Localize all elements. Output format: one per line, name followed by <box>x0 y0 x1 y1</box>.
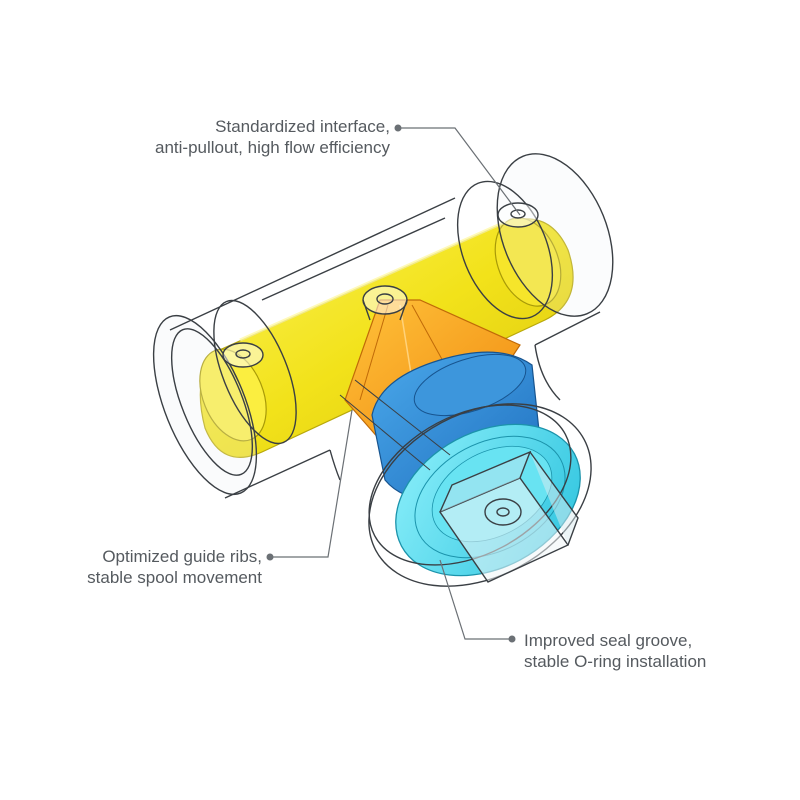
callout-seal-line2: stable O-ring installation <box>524 652 707 671</box>
dot-ribs <box>266 553 274 561</box>
leader-dots <box>266 124 516 643</box>
callout-ribs: Optimized guide ribs, stable spool movem… <box>87 546 262 588</box>
callout-seal-line1: Improved seal groove, <box>524 631 693 650</box>
dot-seal <box>508 635 516 643</box>
leader-lines <box>270 127 521 640</box>
dot-interface <box>394 124 402 132</box>
leader-ribs <box>270 409 353 558</box>
transparent-tee-housing <box>152 153 614 587</box>
callout-ribs-line1: Optimized guide ribs, <box>102 547 262 566</box>
square-stem <box>438 450 579 583</box>
callout-interface-line2: anti-pullout, high flow efficiency <box>155 138 390 157</box>
leader-interface <box>398 127 521 216</box>
callout-seal: Improved seal groove, stable O-ring inst… <box>524 630 706 672</box>
callout-ribs-line2: stable spool movement <box>87 568 262 587</box>
callout-interface-line1: Standardized interface, <box>215 117 390 136</box>
callout-interface: Standardized interface, anti-pullout, hi… <box>155 116 390 158</box>
leader-seal <box>439 559 512 640</box>
